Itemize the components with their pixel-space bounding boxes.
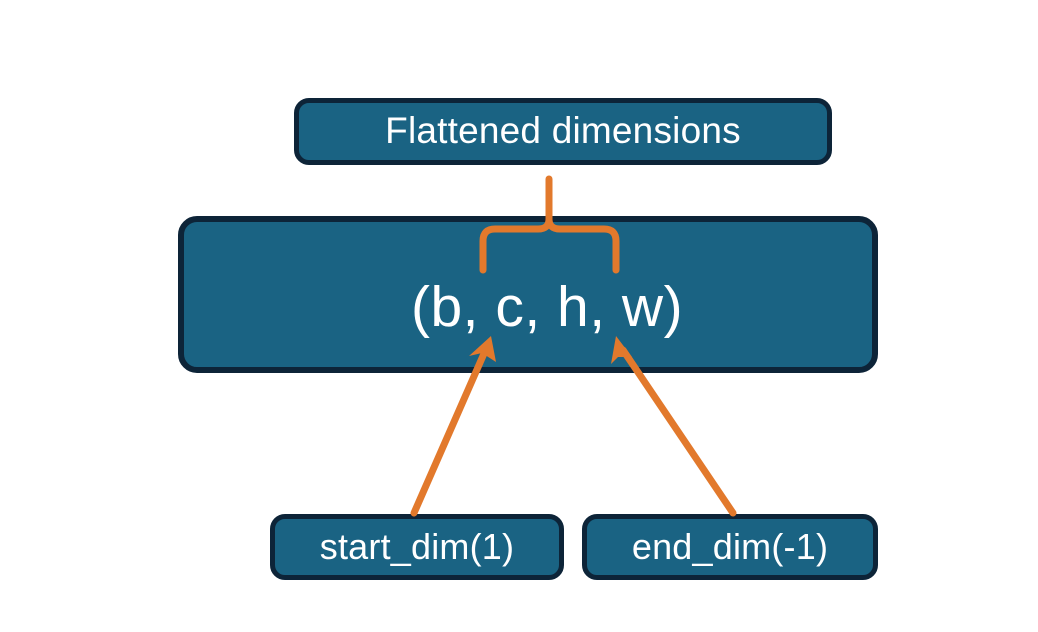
start-dim-label: start_dim(1) (319, 526, 515, 568)
start-dim-box: start_dim(1) (270, 514, 564, 580)
end-dim-label: end_dim(-1) (631, 526, 829, 568)
tensor-shape-box: (b, c, h, w) (178, 216, 878, 373)
end-dim-box: end_dim(-1) (582, 514, 878, 580)
tensor-shape-label: (b, c, h, w) (411, 275, 684, 339)
flattened-dimensions-label: Flattened dimensions (385, 110, 741, 152)
flattened-dimensions-box: Flattened dimensions (294, 98, 832, 165)
